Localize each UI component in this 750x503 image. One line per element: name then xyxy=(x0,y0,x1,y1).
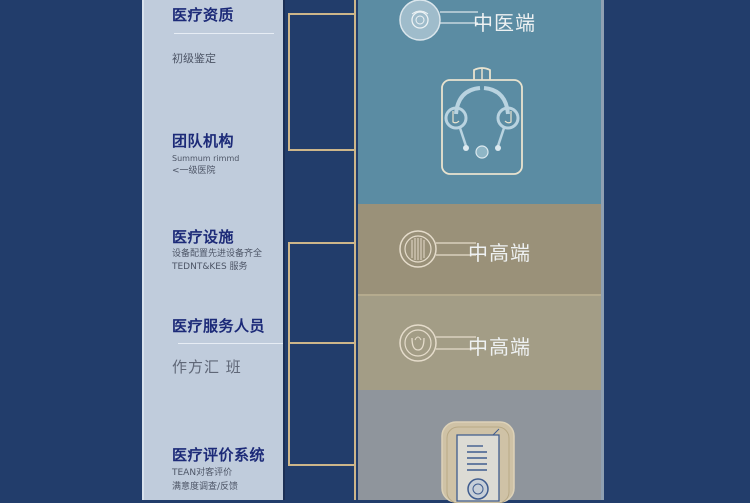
tier-band-teal xyxy=(358,0,603,204)
section-subtitle: 作方汇 班 xyxy=(172,358,242,376)
section-subtitle: 初级鉴定 xyxy=(172,52,216,65)
connector-horizontal xyxy=(288,242,355,244)
certificate-document-icon xyxy=(441,421,515,503)
section-title: 医疗设施 xyxy=(172,228,235,246)
tier-label: 中医端 xyxy=(473,11,536,35)
right-panel-edge xyxy=(601,0,604,500)
section-subtitle-line2: <一级医院 xyxy=(172,166,216,176)
tier-label: 中高端 xyxy=(468,335,531,359)
section-title: 医疗服务人员 xyxy=(172,317,266,335)
section-medical-staff: 医疗服务人员 作方汇 班 xyxy=(142,305,283,395)
section-medical-qualification: 医疗资质 初级鉴定 xyxy=(142,0,283,110)
connector-horizontal xyxy=(288,342,355,344)
compass-badge-icon xyxy=(399,0,478,41)
connector-horizontal xyxy=(288,13,355,15)
section-subtitle-line2: 满意度调查/反馈 xyxy=(172,482,239,492)
connector-vertical xyxy=(288,343,290,466)
lined-badge-icon xyxy=(399,230,476,268)
band-separator xyxy=(358,294,603,296)
connector-horizontal xyxy=(288,464,355,466)
divider xyxy=(178,343,283,344)
section-title: 医疗资质 xyxy=(172,6,235,24)
section-evaluation-system: 医疗评价系统 TEAN对客评价 满意度调查/反馈 xyxy=(142,440,283,500)
divider xyxy=(174,33,274,34)
tier-band-khaki-light xyxy=(358,295,603,390)
section-subtitle-line2: TEDNT&KES 服务 xyxy=(172,262,248,272)
section-subtitle-line1: Summum rimmd xyxy=(172,154,240,163)
connector-vertical xyxy=(288,13,290,151)
section-subtitle-line1: TEAN对客评价 xyxy=(172,468,233,478)
tier-band-khaki xyxy=(358,204,603,295)
section-team-institution: 团队机构 Summum rimmd <一级医院 xyxy=(142,120,283,200)
connector-vertical xyxy=(288,242,290,344)
tier-label: 中高端 xyxy=(468,241,531,265)
section-medical-facilities: 医疗设施 设备配置先进设备齐全 TEDNT&KES 服务 xyxy=(142,220,283,290)
leaf-badge-icon xyxy=(399,324,476,362)
left-info-panel: 医疗资质 初级鉴定 团队机构 Summum rimmd <一级医院 医疗设施 设… xyxy=(142,0,285,500)
headphones-bag-icon xyxy=(441,67,523,175)
section-subtitle-line1: 设备配置先进设备齐全 xyxy=(172,249,263,259)
connector-vertical-main xyxy=(354,0,356,500)
section-title: 医疗评价系统 xyxy=(172,446,266,464)
connector-horizontal xyxy=(288,149,355,151)
section-title: 团队机构 xyxy=(172,132,235,150)
right-tier-panel: 中医端 中高端 中高端 xyxy=(358,0,603,503)
